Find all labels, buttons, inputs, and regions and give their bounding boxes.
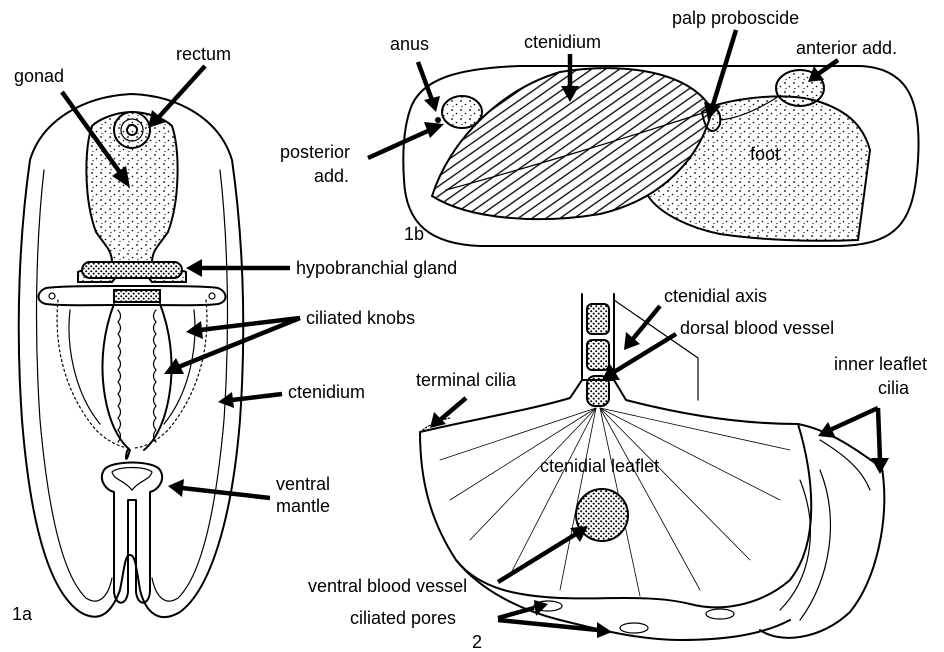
arrow-anus: [418, 62, 432, 100]
label-posterior-add-line2: add.: [314, 166, 349, 186]
label-inner-leaflet-line1: inner leaflet: [834, 354, 927, 374]
arrowhead-ventral-mantle: [168, 479, 184, 497]
label-ventral-mantle-line2: mantle: [276, 496, 330, 516]
label-posterior-add-line1: posterior: [280, 142, 350, 162]
arrow-ctenidium-1a: [232, 394, 282, 400]
label-foot: foot: [750, 144, 780, 164]
label-ciliated-pores: ciliated pores: [350, 608, 456, 628]
label-ctenidium-1b: ctenidium: [524, 32, 601, 52]
label-ctenidial-leaflet: ctenidial leaflet: [540, 456, 659, 476]
label-terminal-cilia: terminal cilia: [416, 370, 517, 390]
arrow-rectum: [158, 66, 205, 118]
label-ventral-blood-vessel: ventral blood vessel: [308, 576, 467, 596]
label-inner-leaflet-line2: cilia: [878, 378, 910, 398]
arrow-dorsal-vessel: [614, 334, 676, 372]
arrowhead-pores-2: [597, 622, 612, 638]
label-ciliated-knobs: ciliated knobs: [306, 308, 415, 328]
arrowhead-anus: [424, 96, 440, 112]
arrow-inner-cilia-1: [830, 408, 878, 430]
arrowhead-inner-cilia-2: [871, 458, 889, 474]
arrow-pores-1: [498, 608, 534, 618]
arrow-palp: [712, 30, 736, 108]
label-dorsal-blood-vessel: dorsal blood vessel: [680, 318, 834, 338]
arrowhead-posterior-add: [424, 122, 444, 138]
label-ventral-mantle-line1: ventral: [276, 474, 330, 494]
panel-1b-drawing: [403, 66, 918, 246]
label-anterior-add: anterior add.: [796, 38, 897, 58]
label-hypobranchial-gland: hypobranchial gland: [296, 258, 457, 278]
label-panel-1b: 1b: [404, 224, 424, 244]
arrow-terminal-cilia: [440, 398, 466, 420]
arrow-posterior-add: [368, 130, 430, 158]
arrow-ventral-mantle: [182, 488, 270, 498]
arrow-inner-cilia-2: [878, 408, 880, 460]
label-panel-2: 2: [472, 632, 482, 652]
arrowhead-hypobranchial: [186, 259, 202, 277]
label-palp-proboscide: palp proboscide: [672, 8, 799, 28]
label-ctenidial-axis: ctenidial axis: [664, 286, 767, 306]
arrow-ventral-vessel: [498, 534, 576, 582]
label-panel-1a: 1a: [12, 604, 33, 624]
label-ctenidium-1a: ctenidium: [288, 382, 365, 402]
label-gonad: gonad: [14, 66, 64, 86]
label-anus: anus: [390, 34, 429, 54]
label-rectum: rectum: [176, 44, 231, 64]
arrow-ctenidial-axis: [632, 306, 660, 340]
